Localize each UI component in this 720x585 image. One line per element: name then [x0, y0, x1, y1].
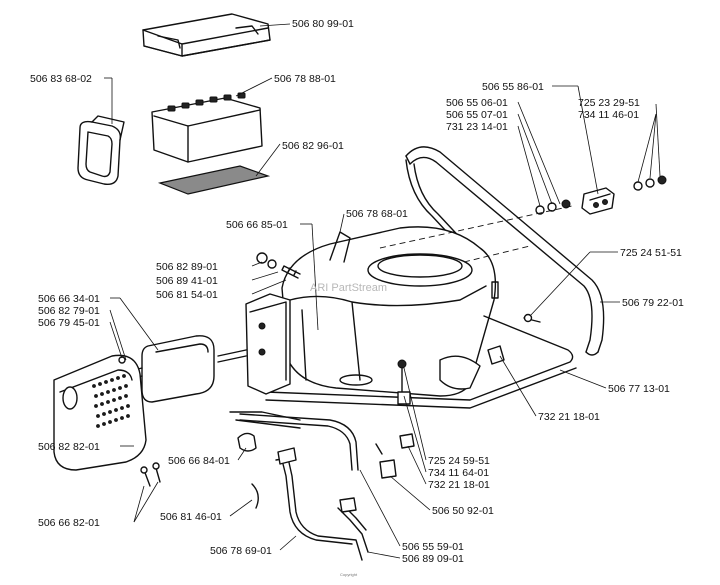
part-label[interactable]: 506 55 59-01 — [402, 541, 464, 553]
part-label[interactable]: 506 82 89-01 — [156, 261, 218, 273]
part-label[interactable]: 506 55 07-01 — [446, 109, 508, 121]
handle-bar — [405, 146, 605, 356]
part-label[interactable]: 732 21 18-01 — [538, 411, 600, 423]
control-rods — [239, 413, 369, 561]
part-label[interactable]: 506 77 13-01 — [608, 383, 670, 395]
part-label[interactable]: 506 66 85-01 — [226, 219, 288, 231]
part-label[interactable]: 506 78 88-01 — [274, 73, 336, 85]
part-label[interactable]: 506 66 82-01 — [38, 517, 100, 529]
part-label[interactable]: 506 81 54-01 — [156, 289, 218, 301]
part-label[interactable]: 734 11 46-01 — [578, 109, 640, 121]
copyright-footer: Copyright — [340, 572, 358, 577]
part-label[interactable]: 506 50 92-01 — [432, 505, 494, 517]
part-label[interactable]: 506 80 99-01 — [292, 18, 354, 30]
control-bracket — [535, 175, 667, 215]
left-plate — [217, 293, 291, 395]
part-label[interactable]: 506 66 84-01 — [168, 455, 230, 467]
part-label[interactable]: 725 24 51-51 — [620, 247, 682, 259]
part-label[interactable]: 506 82 82-01 — [38, 441, 100, 453]
chassis-hood — [281, 226, 497, 397]
muffler-shield — [53, 354, 147, 471]
part-label[interactable]: 506 83 68-02 — [30, 73, 92, 85]
watermark: ARI PartStream — [310, 282, 388, 294]
part-label[interactable]: 506 82 96-01 — [282, 140, 344, 152]
part-label[interactable]: 506 89 09-01 — [402, 553, 464, 565]
battery-mat — [157, 165, 271, 195]
part-label[interactable]: 732 21 18-01 — [428, 479, 490, 491]
battery — [151, 92, 263, 163]
battery-cover — [142, 13, 271, 57]
battery-strap — [77, 115, 125, 186]
dash-lines — [379, 205, 573, 263]
part-label[interactable]: 506 55 06-01 — [446, 97, 508, 109]
part-label[interactable]: 506 79 22-01 — [622, 297, 684, 309]
part-label[interactable]: 506 78 68-01 — [346, 208, 408, 220]
part-label[interactable]: 506 81 46-01 — [160, 511, 222, 523]
part-label[interactable]: 506 78 69-01 — [210, 545, 272, 557]
front-frame — [229, 315, 577, 429]
part-label[interactable]: 725 24 59-51 — [428, 455, 490, 467]
part-label[interactable]: 506 82 79-01 — [38, 305, 100, 317]
part-label[interactable]: 506 79 45-01 — [38, 317, 100, 329]
part-label[interactable]: 506 89 41-01 — [156, 275, 218, 287]
leader-lines — [104, 23, 661, 559]
part-label[interactable]: 734 11 64-01 — [428, 467, 490, 479]
part-label[interactable]: 731 23 14-01 — [446, 121, 508, 133]
part-label[interactable]: 506 55 86-01 — [482, 81, 544, 93]
part-label[interactable]: 725 23 29-51 — [578, 97, 640, 109]
part-label[interactable]: 506 66 34-01 — [38, 293, 100, 305]
